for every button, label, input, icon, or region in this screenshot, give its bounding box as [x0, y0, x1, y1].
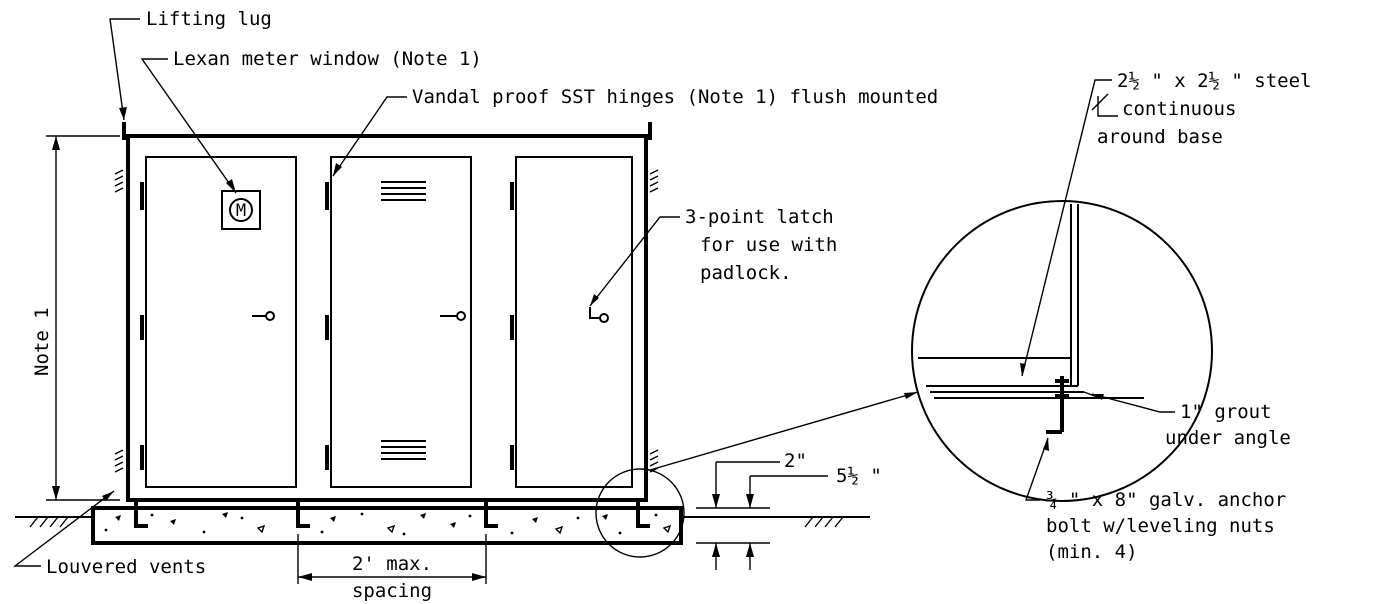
- label-grout-1: 1" grout: [1180, 401, 1272, 423]
- height-dimension: [46, 135, 120, 501]
- anchor-bolt: [134, 498, 148, 528]
- label-lexan-window: Lexan meter window (Note 1): [173, 48, 482, 70]
- leader-lifting-lug: [109, 18, 140, 121]
- note1-label: Note 1: [31, 307, 53, 376]
- cabinet-outline: [126, 134, 648, 502]
- base-detail: [595, 79, 1213, 558]
- detail-circle: [911, 200, 1213, 502]
- leader-hinges: [332, 96, 407, 177]
- leader-angle: [1021, 79, 1112, 377]
- pad-thickness-dimensions: [696, 461, 828, 570]
- leader-grout: [1091, 393, 1175, 413]
- angle-symbol-icon: [1097, 96, 1118, 117]
- meter-symbol-circle: [229, 198, 253, 222]
- door-handle-knob: [456, 311, 466, 321]
- door-left: [145, 156, 297, 488]
- leader-anchor: [1025, 437, 1049, 501]
- leader-lexan-window: [140, 58, 237, 194]
- pad-outline: [91, 506, 683, 545]
- label-angle-1: 2½ " x 2½ " steel: [1117, 70, 1311, 92]
- leader-detail: [649, 391, 919, 471]
- three-point-latch: [589, 307, 600, 319]
- louvered-vent-right-top: [649, 169, 659, 193]
- label-latch-3: padlock.: [700, 262, 792, 284]
- leader-latch: [589, 216, 680, 307]
- door-louver-bottom: [381, 440, 426, 460]
- label-grout-2: under angle: [1165, 427, 1291, 449]
- concrete-pad: [91, 498, 683, 545]
- leader-louvered-vents: [12, 490, 115, 567]
- label-latch-2: for use with: [700, 234, 837, 256]
- label-louvered-vents: Louvered vents: [46, 556, 206, 578]
- latch-knob: [599, 313, 609, 323]
- anchor-bolt: [484, 498, 498, 528]
- detail-marker-circle: [595, 468, 685, 558]
- spacing-dimension: [297, 534, 487, 584]
- label-angle-3: around base: [1097, 126, 1223, 148]
- label-angle-2: continuous: [1122, 98, 1236, 120]
- louvered-vent-left-bottom: [114, 449, 124, 473]
- label-anchor-1: ¾ " x 8" galv. anchor: [1046, 489, 1286, 511]
- leader-lines: [12, 18, 919, 567]
- label-spacing-2: spacing: [352, 580, 432, 602]
- door-right: [515, 156, 633, 488]
- label-latch-1: 3-point latch: [685, 206, 834, 228]
- door-handle-knob: [265, 311, 275, 321]
- label-dim-2in: 2": [784, 450, 807, 472]
- label-anchor-2: bolt w/leveling nuts: [1046, 515, 1275, 537]
- louvered-vent-left-top: [114, 169, 124, 193]
- concrete-hatch: [104, 512, 672, 536]
- label-spacing-1: 2' max.: [352, 553, 432, 575]
- anchor-bolt: [636, 498, 650, 528]
- label-anchor-3: (min. 4): [1046, 541, 1138, 563]
- anchor-bolt: [296, 498, 310, 528]
- label-hinges: Vandal proof SST hinges (Note 1) flush m…: [412, 86, 938, 108]
- door-louver-top: [381, 181, 426, 201]
- meter-symbol-text: M: [236, 201, 246, 221]
- label-lifting-lug: Lifting lug: [146, 8, 272, 30]
- door-middle: [330, 156, 472, 488]
- cabinet: M: [114, 122, 659, 502]
- lexan-meter-window: [221, 190, 261, 230]
- label-dim-5-5in: 5½ ": [836, 465, 882, 487]
